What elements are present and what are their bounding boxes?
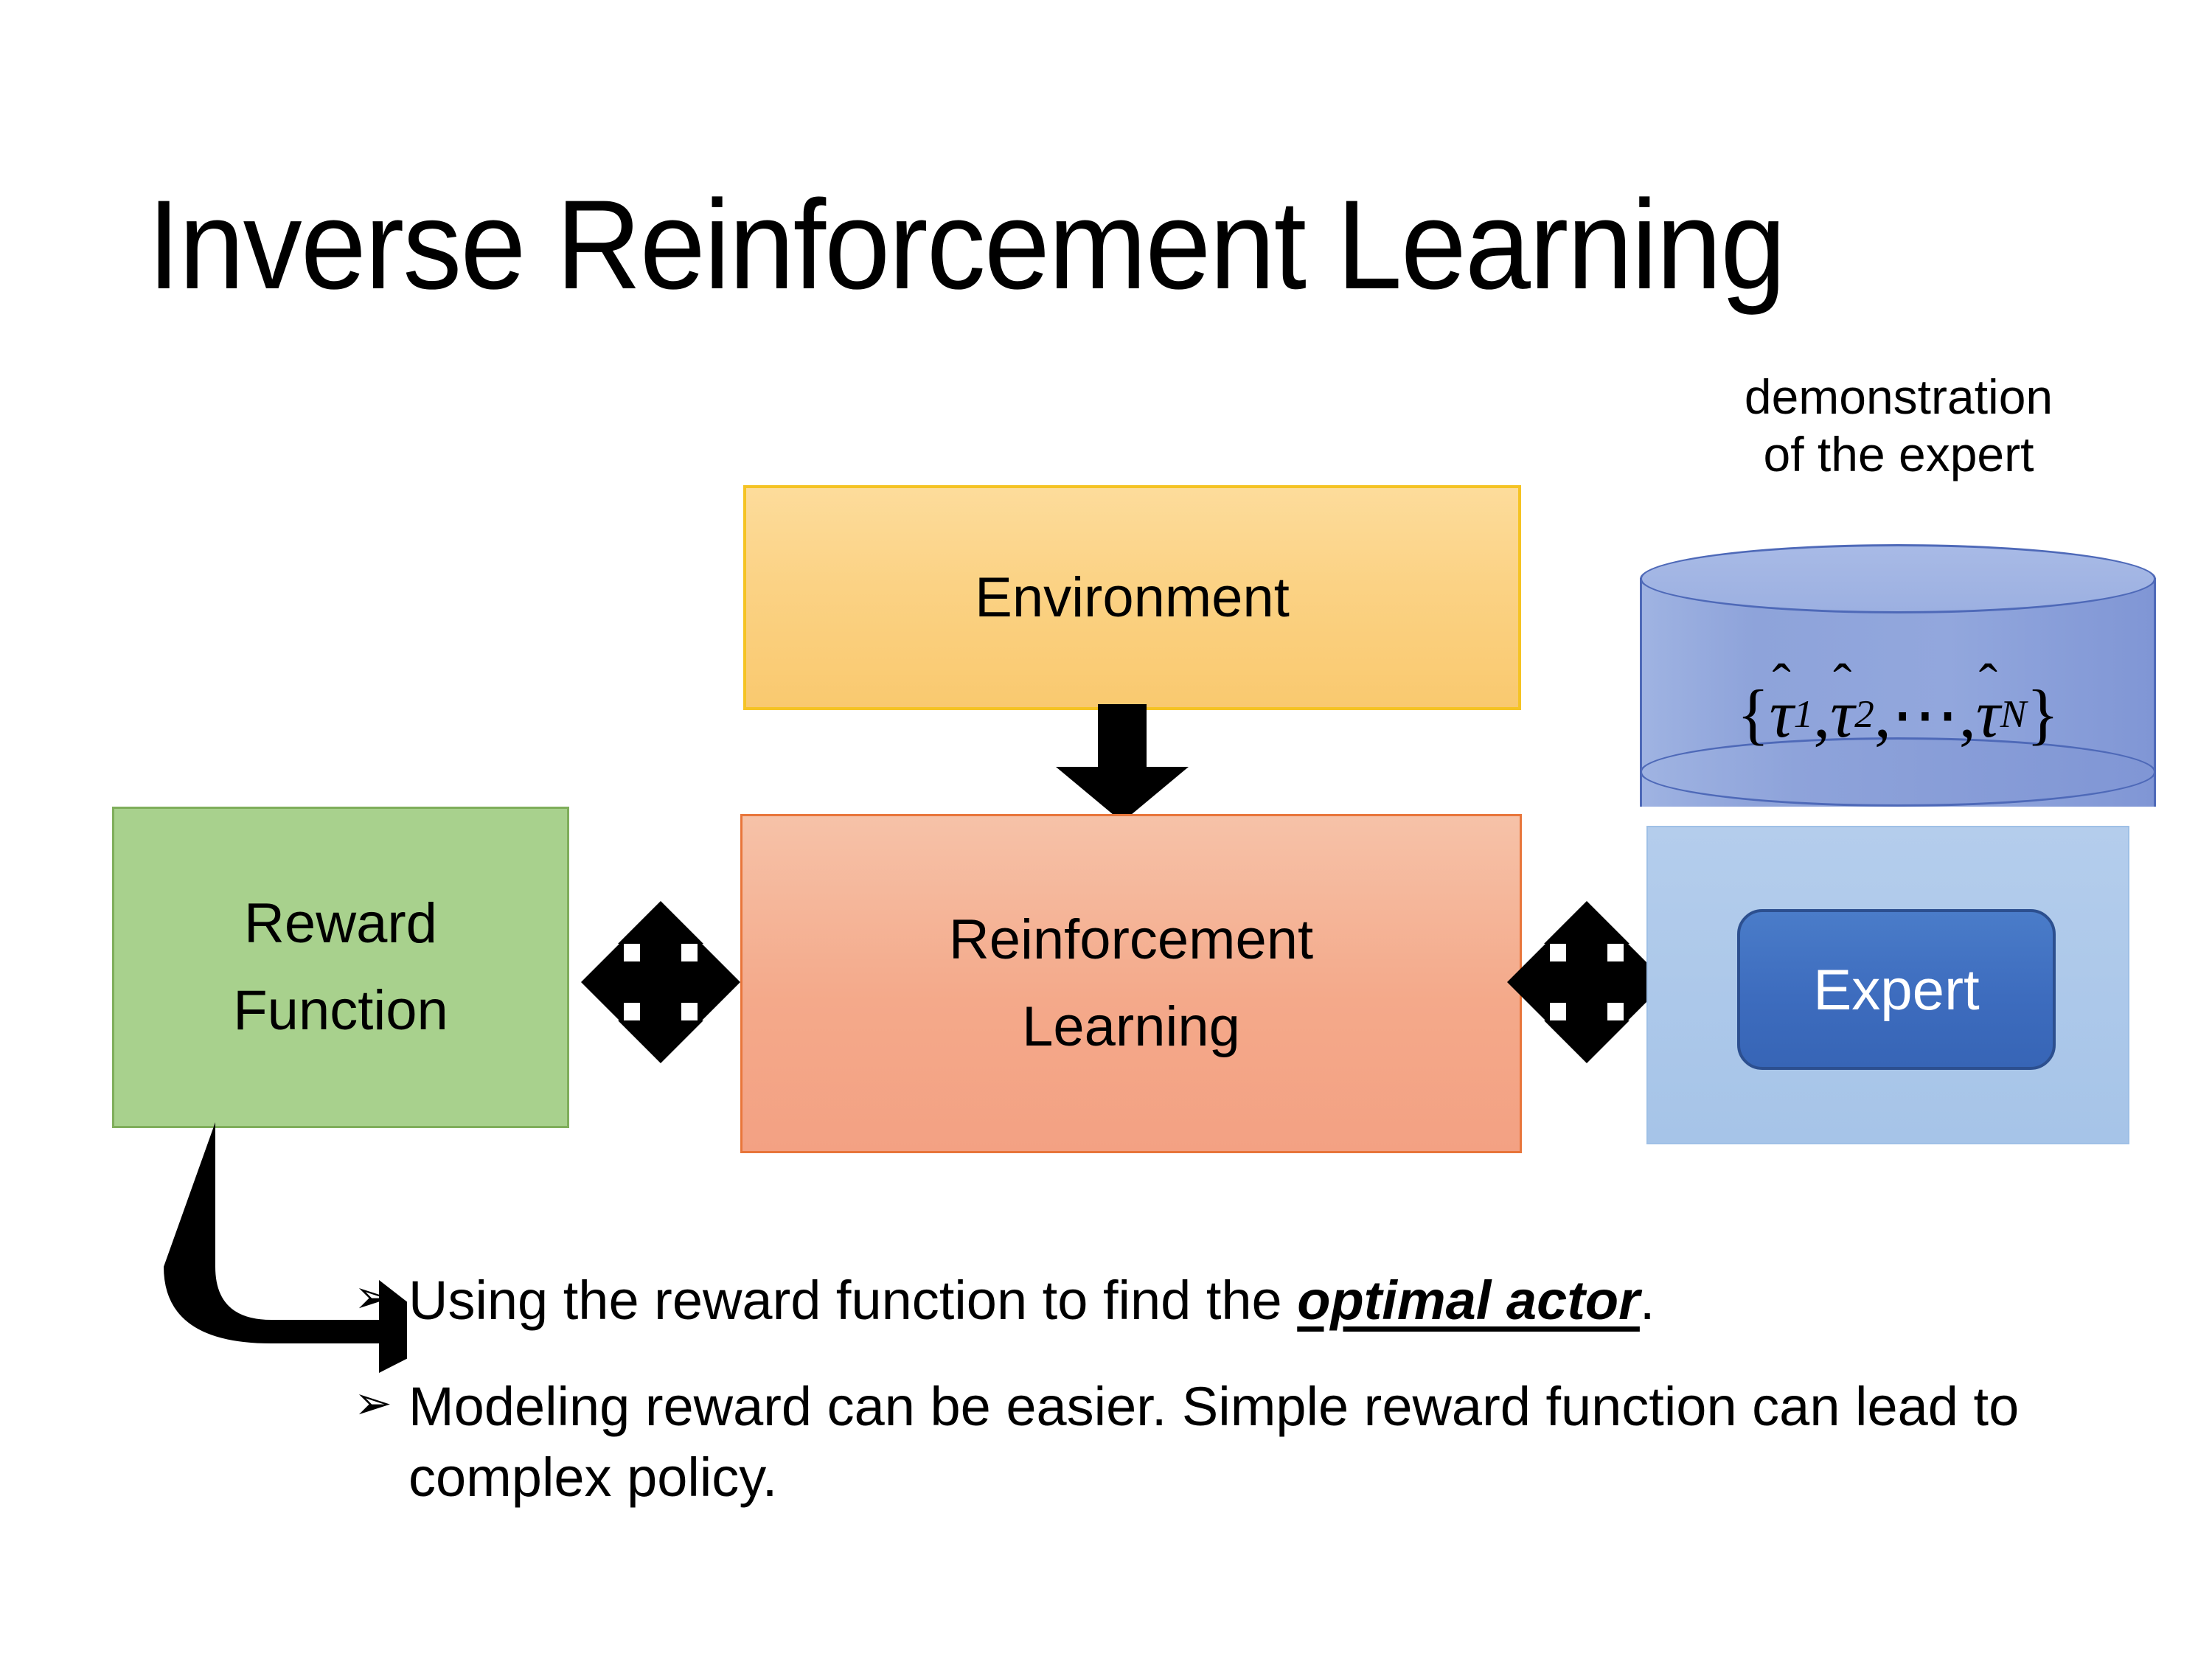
expert-box: Expert: [1737, 909, 2056, 1070]
bullet-item-2: ➢ Modeling reward can be easier. Simple …: [354, 1371, 2138, 1513]
bullet-list: ➢ Using the reward function to find the …: [354, 1265, 2138, 1514]
tau-n-hat: ̂τ: [1976, 675, 2000, 753]
bullet-text-1-after: .: [1639, 1270, 1655, 1331]
rl-box-label-line1: Reinforcement: [948, 908, 1314, 972]
cylinder-bottom-ellipse: [1640, 737, 2156, 807]
bullet-text-1-before: Using the reward function to find the: [408, 1270, 1298, 1331]
demonstration-caption: demonstration of the expert: [1637, 369, 2160, 484]
formula-separator-3: ,: [1958, 676, 1976, 751]
rl-box-label-line2: Learning: [1022, 995, 1240, 1058]
environment-box: Environment: [743, 485, 1521, 710]
demonstration-cylinder: {̂τ1, ̂τ2, ⋯, ̂τN}: [1640, 544, 2156, 841]
reward-box-label-line2: Function: [233, 979, 448, 1042]
reinforcement-learning-box: Reinforcement Learning: [740, 814, 1522, 1153]
formula-open-brace: {: [1736, 676, 1770, 751]
demonstration-caption-line2: of the expert: [1763, 426, 2034, 481]
tau-1-symbol: τ: [1769, 676, 1794, 751]
reward-function-box: Reward Function: [112, 807, 569, 1128]
bullet-text-2-before: Modeling reward can be easier. Simple re…: [408, 1376, 2020, 1509]
environment-box-label: Environment: [975, 566, 1290, 629]
tau-2-subscript: 2: [1854, 692, 1874, 736]
formula-separator-1: ,: [1813, 676, 1831, 751]
bullet-text-1-emphasis: optimal actor: [1297, 1270, 1640, 1331]
tau-2-hat: ̂τ: [1830, 675, 1854, 753]
bullet-text-2: Modeling reward can be easier. Simple re…: [408, 1371, 2138, 1513]
bullet-marker-icon-1: ➢: [354, 1272, 392, 1323]
demonstration-caption-line1: demonstration: [1744, 369, 2053, 424]
bullet-text-1: Using the reward function to find the op…: [408, 1265, 2138, 1336]
cylinder-formula: {̂τ1, ̂τ2, ⋯, ̂τN}: [1640, 669, 2156, 758]
formula-close-brace: }: [2026, 676, 2059, 751]
tau-1-hat: ̂τ: [1770, 675, 1794, 753]
reward-box-label-line1: Reward: [244, 892, 437, 956]
four-way-arrow-icon-right: [1507, 901, 1666, 1063]
page-title: Inverse Reinforcement Learning: [147, 174, 1786, 316]
tau-2-symbol: τ: [1830, 676, 1855, 751]
cylinder-top-ellipse: [1640, 544, 2156, 613]
expert-box-label: Expert: [1813, 956, 1980, 1022]
formula-ellipsis: ⋯: [1891, 676, 1959, 752]
four-way-arrow-icon-left: [581, 901, 740, 1063]
tau-1-subscript: 1: [1793, 692, 1814, 736]
elbow-arrow-icon: [164, 1122, 451, 1373]
down-arrow-icon: [1056, 704, 1189, 822]
tau-n-symbol: τ: [1975, 676, 2000, 751]
formula-separator-2: ,: [1874, 676, 1891, 751]
bullet-marker-icon-2: ➢: [354, 1378, 392, 1430]
bullet-item-1: ➢ Using the reward function to find the …: [354, 1265, 2138, 1336]
tau-n-subscript: N: [2000, 692, 2027, 736]
